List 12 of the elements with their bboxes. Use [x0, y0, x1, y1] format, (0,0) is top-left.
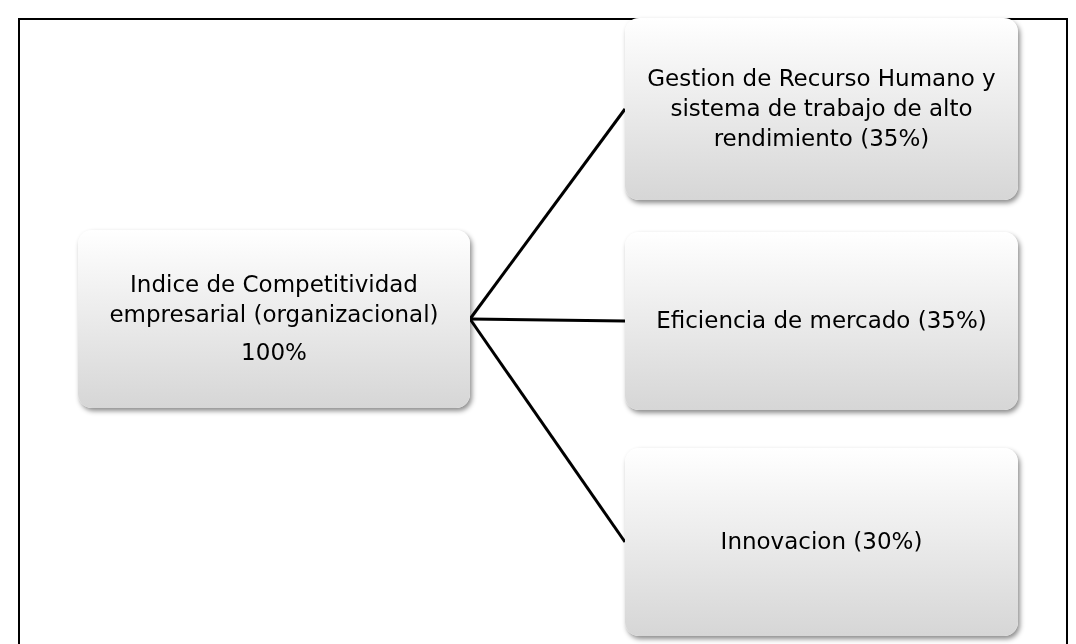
- box-text: Gestion de Recurso Humano y sistema de trabajo de alto rendimiento (35%): [646, 64, 997, 153]
- rounded-box: [625, 448, 1018, 636]
- connector-line: [468, 108, 627, 320]
- rounded-box: [625, 18, 1018, 200]
- connector-line: [468, 318, 627, 543]
- box-text: 100%: [241, 337, 307, 367]
- box-text: Innovacion (30%): [720, 527, 923, 557]
- rounded-box: [78, 230, 470, 408]
- rounded-box: [625, 232, 1018, 410]
- box-text: Indice de Competitividad empresarial (organizacional): [108, 270, 440, 330]
- connector-line: [469, 317, 626, 323]
- box-text: Eficiencia de mercado (35%): [656, 306, 987, 336]
